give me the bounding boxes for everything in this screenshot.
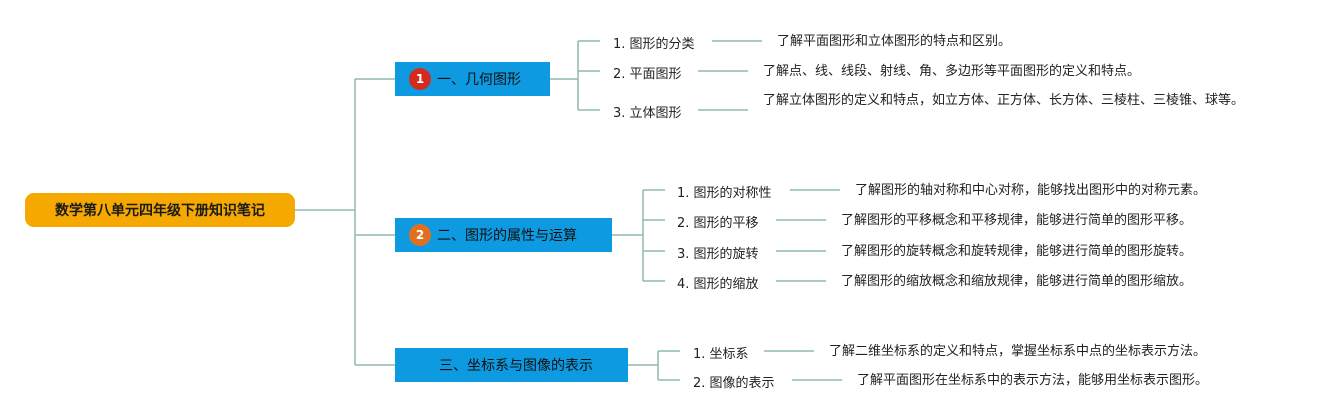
leaf-title[interactable]: 3. 立体图形 xyxy=(613,106,682,121)
leaf-title[interactable]: 2. 图像的表示 xyxy=(693,376,775,391)
badge-1-icon: 1 xyxy=(409,68,431,90)
branch-label: 一、几何图形 xyxy=(437,72,521,88)
leaf-title[interactable]: 1. 坐标系 xyxy=(693,347,749,362)
branch-coordinates[interactable]: 三、坐标系与图像的表示 xyxy=(395,348,628,382)
leaf-description: 了解平面图形在坐标系中的表示方法，能够用坐标表示图形。 xyxy=(857,373,1209,388)
root-label: 数学第八单元四年级下册知识笔记 xyxy=(55,203,265,219)
leaf-description: 了解立体图形的定义和特点，如立方体、正方体、长方体、三棱柱、三棱锥、球等。 xyxy=(763,93,1245,108)
branch-label: 二、图形的属性与运算 xyxy=(437,228,577,244)
root-node[interactable]: 数学第八单元四年级下册知识笔记 xyxy=(25,193,295,227)
leaf-title[interactable]: 3. 图形的旋转 xyxy=(677,247,759,262)
leaf-description: 了解图形的缩放概念和缩放规律，能够进行简单的图形缩放。 xyxy=(841,274,1193,289)
leaf-description: 了解图形的轴对称和中心对称，能够找出图形中的对称元素。 xyxy=(855,183,1207,198)
leaf-title[interactable]: 4. 图形的缩放 xyxy=(677,277,759,292)
leaf-title[interactable]: 2. 平面图形 xyxy=(613,67,682,82)
leaf-description: 了解图形的平移概念和平移规律，能够进行简单的图形平移。 xyxy=(841,213,1193,228)
badge-2-icon: 2 xyxy=(409,224,431,246)
branch-geometry[interactable]: 1 一、几何图形 xyxy=(395,62,550,96)
leaf-description: 了解点、线、线段、射线、角、多边形等平面图形的定义和特点。 xyxy=(763,64,1141,79)
leaf-description: 了解图形的旋转概念和旋转规律，能够进行简单的图形旋转。 xyxy=(841,244,1193,259)
leaf-description: 了解二维坐标系的定义和特点，掌握坐标系中点的坐标表示方法。 xyxy=(829,344,1207,359)
leaf-title[interactable]: 1. 图形的对称性 xyxy=(677,186,772,201)
leaf-title[interactable]: 1. 图形的分类 xyxy=(613,37,695,52)
branch-label: 三、坐标系与图像的表示 xyxy=(439,358,593,374)
leaf-title[interactable]: 2. 图形的平移 xyxy=(677,216,759,231)
leaf-description: 了解平面图形和立体图形的特点和区别。 xyxy=(777,34,1012,49)
branch-properties-operations[interactable]: 2 二、图形的属性与运算 xyxy=(395,218,612,252)
